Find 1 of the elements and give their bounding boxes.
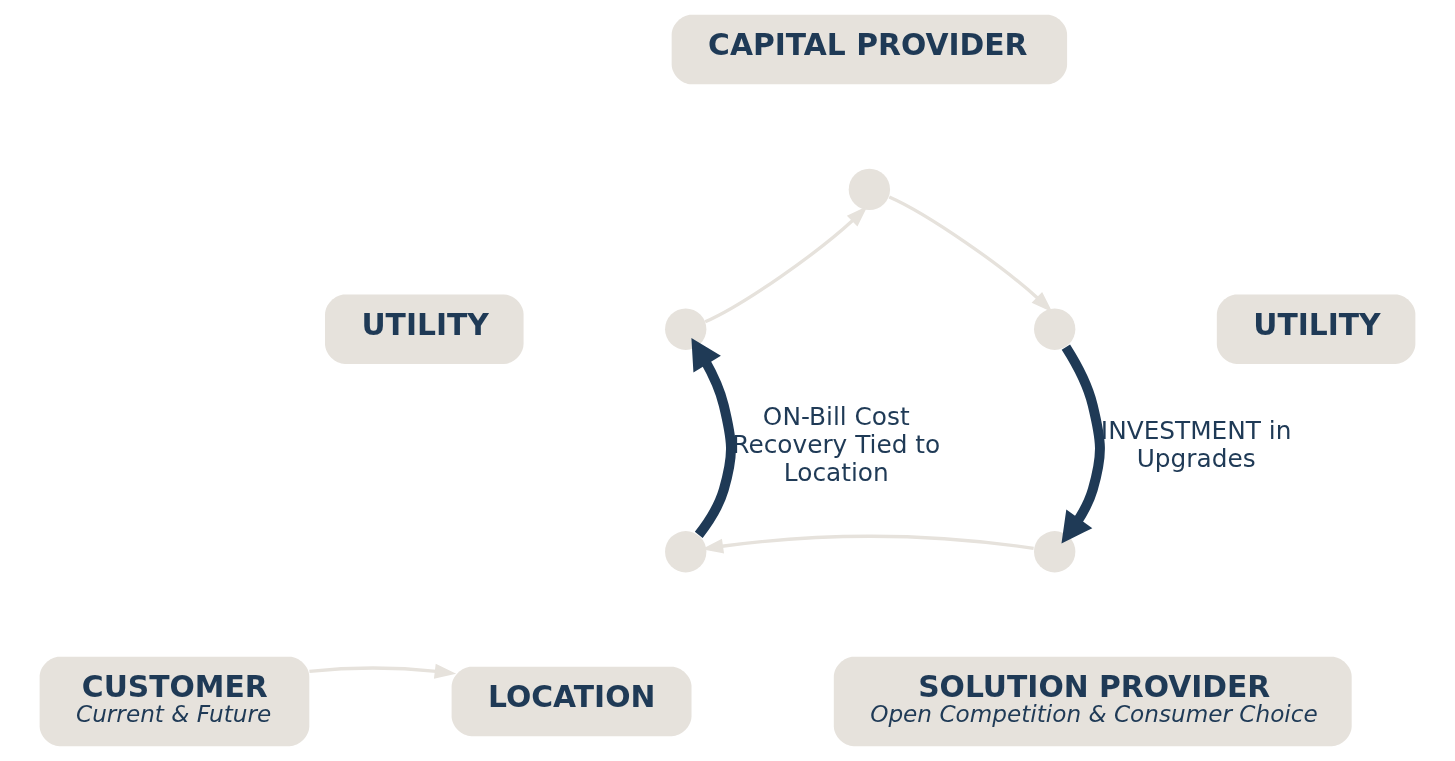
edge-label: INVESTMENT in Upgrades	[1100, 416, 1292, 474]
